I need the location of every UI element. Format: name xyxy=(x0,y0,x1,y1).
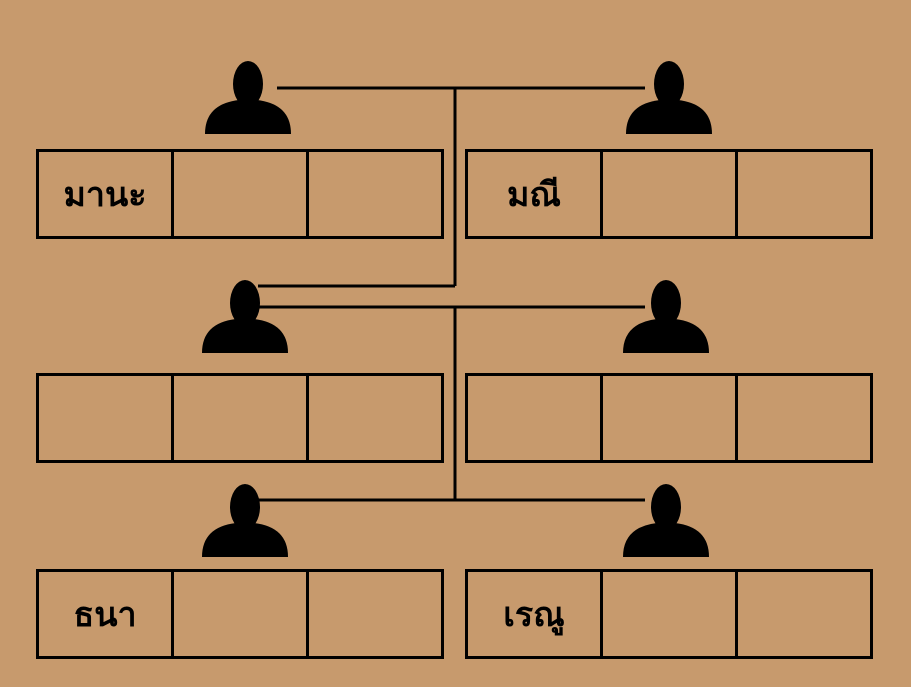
name-box-p5: ธนา xyxy=(36,569,444,659)
blank-cell xyxy=(309,152,441,236)
name-box-p4 xyxy=(465,373,873,463)
name-cell: มณี xyxy=(468,152,603,236)
person-silhouette-icon xyxy=(624,60,714,136)
name-box-p6: เรณู xyxy=(465,569,873,659)
blank-cell xyxy=(603,572,738,656)
blank-cell xyxy=(603,152,738,236)
name-cell: เรณู xyxy=(468,572,603,656)
blank-cell xyxy=(738,376,870,460)
blank-cell xyxy=(174,376,309,460)
blank-cell xyxy=(738,152,870,236)
person-silhouette-icon xyxy=(200,279,290,355)
person-silhouette-icon xyxy=(200,483,290,559)
name-cell: มานะ xyxy=(39,152,174,236)
name-box-p1: มานะ xyxy=(36,149,444,239)
person-silhouette-icon xyxy=(203,60,293,136)
blank-cell xyxy=(309,376,441,460)
name-box-p3 xyxy=(36,373,444,463)
name-box-p2: มณี xyxy=(465,149,873,239)
blank-cell xyxy=(174,152,309,236)
blank-cell xyxy=(603,376,738,460)
name-cell: ธนา xyxy=(39,572,174,656)
person-silhouette-icon xyxy=(621,279,711,355)
person-silhouette-icon xyxy=(621,483,711,559)
blank-cell xyxy=(174,572,309,656)
blank-cell xyxy=(738,572,870,656)
blank-cell xyxy=(468,376,603,460)
blank-cell xyxy=(309,572,441,656)
blank-cell xyxy=(39,376,174,460)
